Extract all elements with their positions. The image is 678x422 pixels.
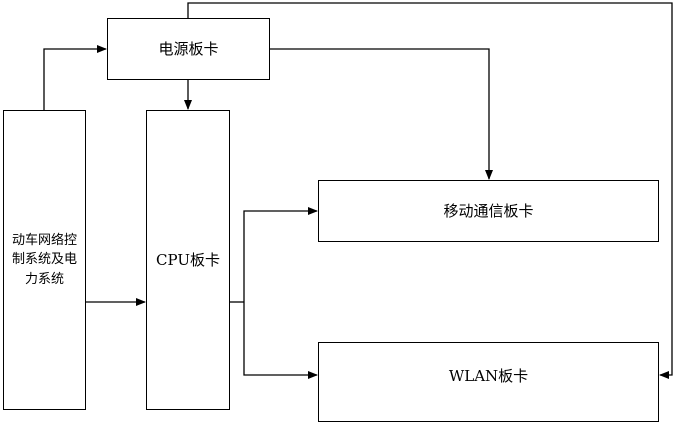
cpu-card-label: CPU板卡: [156, 250, 220, 269]
cpu-card-node: CPU板卡: [146, 110, 230, 410]
train-system-label: 动车网络控制系统及电力系统: [12, 232, 78, 287]
edge-power-card-to-mobile-card: [270, 48, 493, 180]
mobile-card-label: 移动通信板卡: [443, 201, 534, 220]
mobile-card-node: 移动通信板卡: [318, 180, 659, 242]
power-card-label: 电源板卡: [158, 39, 219, 58]
wlan-card-label: WLAN板卡: [448, 367, 529, 385]
edge-train-system-to-power-card: [43, 45, 107, 110]
wlan-card-node: WLAN板卡: [318, 342, 659, 422]
train-system-node: 动车网络控制系统及电力系统: [3, 110, 86, 410]
edge-cpu-card-to-wlan-card: [243, 302, 318, 379]
edge-power-card-to-wlan-card: [187, 2, 673, 379]
connector-layer: [43, 2, 673, 379]
diagram-canvas: 电源板卡 CPU板卡 动车网络控制系统及电力系统 移动通信板卡 WLAN板卡: [3, 2, 673, 422]
edge-cpu-card-to-mobile-card: [243, 207, 318, 302]
power-card-node: 电源板卡: [107, 18, 270, 80]
